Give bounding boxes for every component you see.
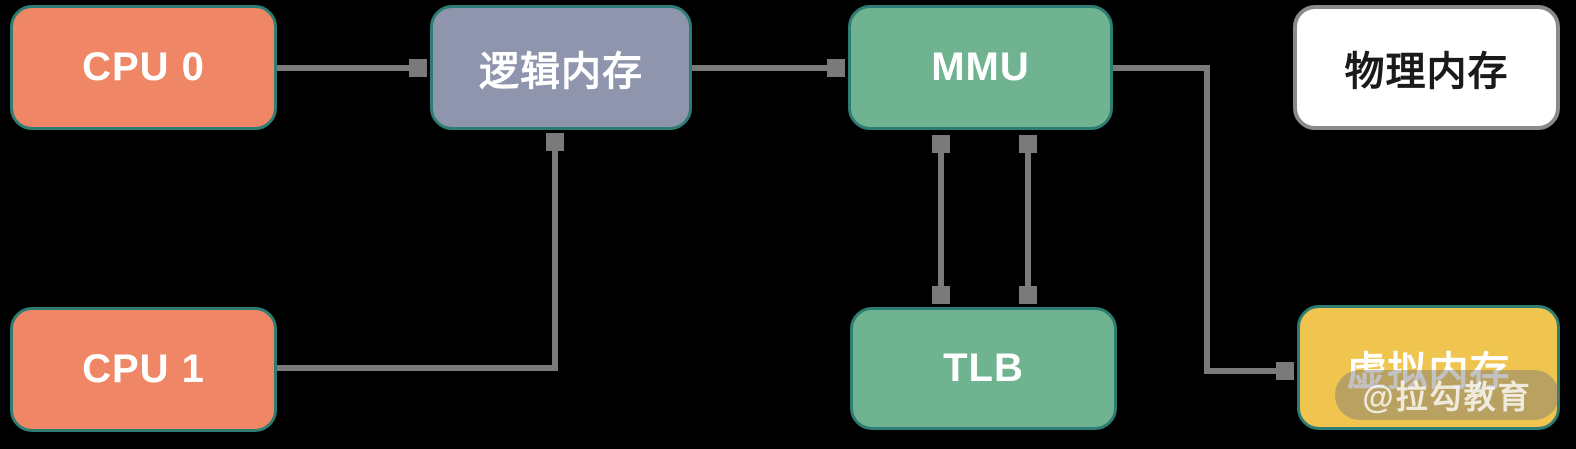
node-virtual-memory-label: 虚拟内存	[1346, 349, 1511, 394]
watermark-label: @拉勾教育	[1362, 379, 1532, 415]
node-physical-memory: 物理内存	[1293, 5, 1560, 130]
node-tlb: TLB	[850, 307, 1117, 430]
node-mmu: MMU	[848, 5, 1113, 130]
node-virtual-memory: 虚拟内存	[1297, 305, 1560, 430]
node-cpu0-label: CPU 0	[82, 45, 205, 89]
node-tlb-label: TLB	[943, 346, 1024, 390]
arrow-mmu-to-virtual-memory	[1113, 65, 1294, 371]
watermark-badge: @拉勾教育	[1335, 370, 1559, 420]
node-logical-memory-label: 逻辑内存	[479, 49, 643, 94]
node-cpu1: CPU 1	[10, 307, 277, 432]
arrow-cpu1-to-logical-memory	[277, 133, 555, 371]
node-cpu1-label: CPU 1	[82, 347, 205, 391]
node-physical-memory-label: 物理内存	[1344, 49, 1509, 94]
node-cpu0: CPU 0	[10, 5, 277, 130]
node-logical-memory: 逻辑内存	[430, 5, 692, 130]
node-mmu-label: MMU	[931, 45, 1030, 89]
